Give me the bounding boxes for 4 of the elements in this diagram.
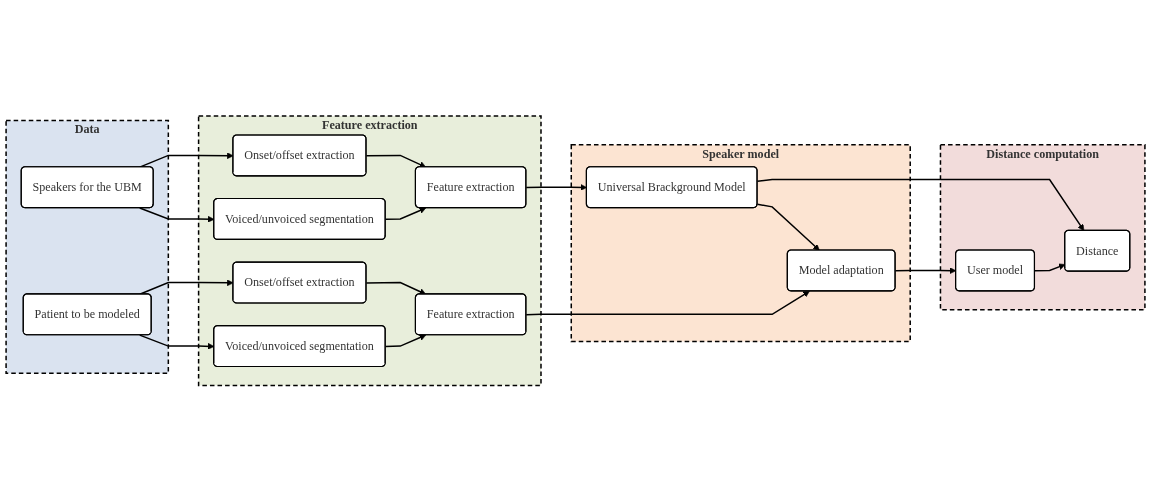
arrow xyxy=(756,203,820,251)
arrow xyxy=(525,290,810,316)
arrow xyxy=(365,281,427,295)
arrow xyxy=(365,154,427,168)
